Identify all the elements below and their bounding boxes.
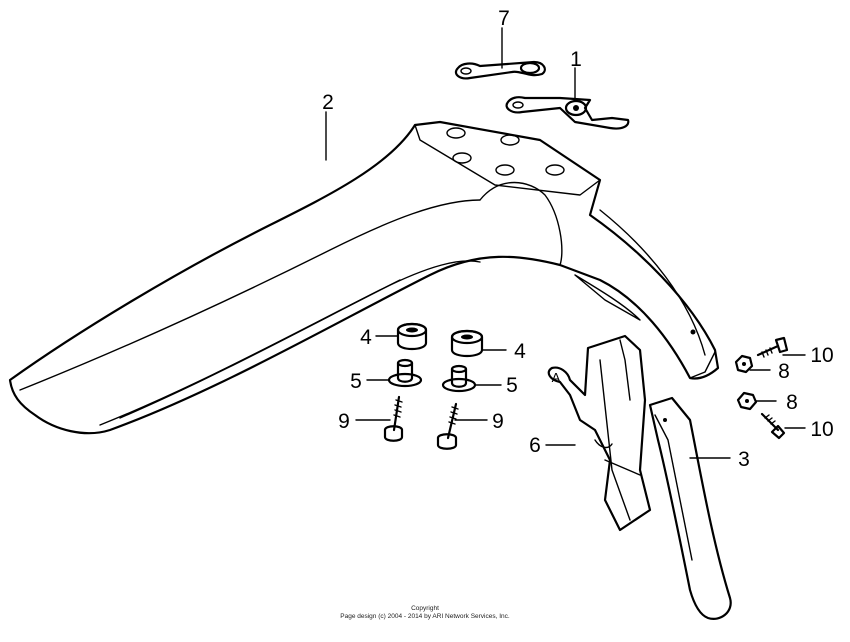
copyright-footer: Copyright Page design (c) 2004 - 2014 by… [0, 605, 850, 621]
bolt-right [436, 402, 459, 450]
callout-8-upper: 8 [778, 360, 790, 383]
callout-10-lower: 10 [810, 418, 833, 441]
grommet-left [396, 322, 428, 351]
callout-9-right: 9 [492, 410, 504, 433]
fender-stay-lower [505, 96, 630, 130]
callout-5-left: 5 [350, 370, 362, 393]
collar-left [387, 358, 423, 388]
callout-4-right: 4 [514, 340, 526, 363]
fork-guard [648, 396, 732, 620]
collar-right [441, 364, 477, 393]
nut-lower [736, 391, 758, 411]
callout-5-right: 5 [506, 374, 518, 397]
copyright-text: Page design (c) 2004 - 2014 by ARI Netwo… [340, 613, 510, 620]
callout-3: 3 [738, 448, 750, 471]
callout-8-lower: 8 [786, 391, 798, 414]
callout-7: 7 [498, 7, 510, 30]
nut-upper [734, 354, 754, 374]
callout-1: 1 [570, 48, 582, 71]
bolt-left [383, 395, 404, 442]
callout-2: 2 [322, 91, 334, 114]
leader-lines [325, 27, 806, 459]
callout-6: 6 [529, 434, 541, 457]
reference-marker-a: A [552, 370, 561, 385]
copyright-label: Copyright [411, 605, 439, 612]
bolt-upper [756, 336, 789, 358]
callout-4-left: 4 [360, 326, 372, 349]
grommet-right [450, 329, 484, 358]
front-fender [8, 120, 720, 435]
fender-bracket [547, 334, 652, 532]
fender-stay-upper [454, 60, 546, 80]
callout-9-left: 9 [338, 410, 350, 433]
callout-10-upper: 10 [810, 344, 833, 367]
bolt-lower [760, 412, 786, 440]
